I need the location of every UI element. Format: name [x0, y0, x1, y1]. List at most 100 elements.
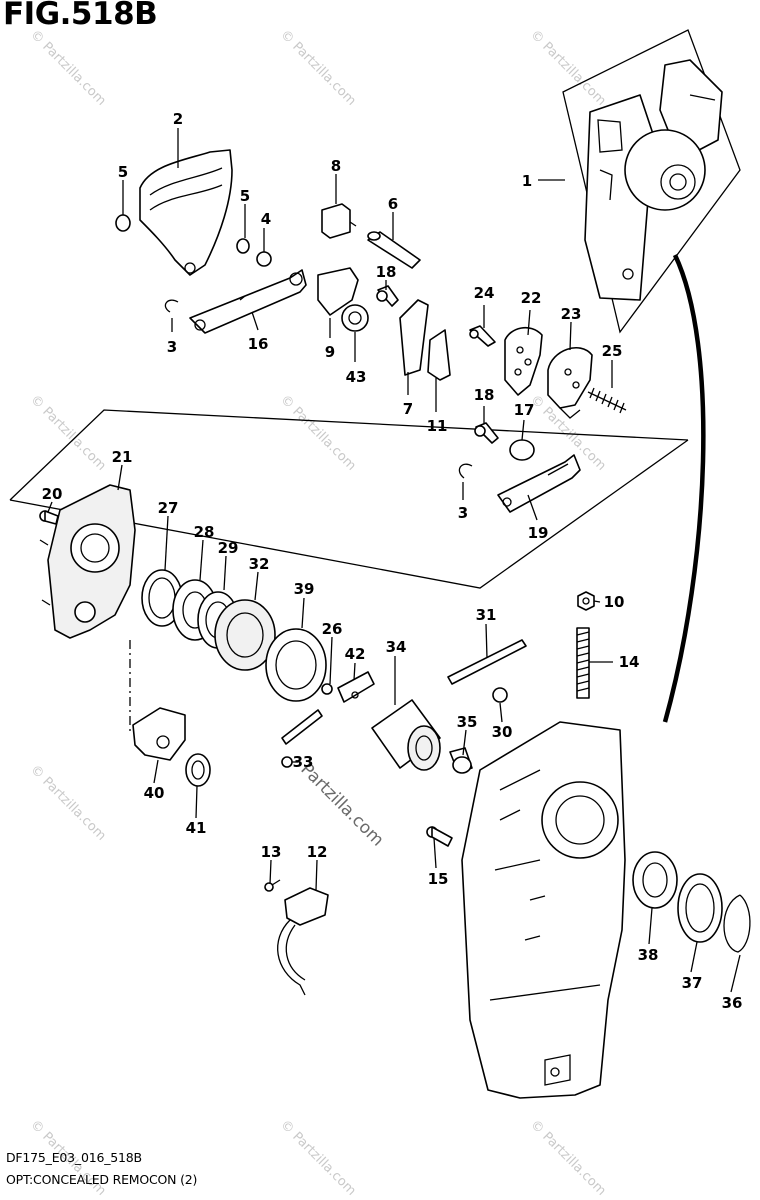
part-40-bracket: [132, 707, 186, 761]
callout-3: 3: [458, 504, 468, 522]
figure-title: FIG.518B: [3, 0, 158, 32]
part-36-snap-ring: [723, 894, 751, 953]
callout-22: 22: [521, 289, 542, 307]
callout-5: 5: [240, 187, 250, 205]
part-6-pin: [367, 231, 421, 269]
part-30-ball: [492, 687, 508, 703]
callout-38: 38: [638, 946, 659, 964]
callout-13: 13: [261, 843, 282, 861]
part-16-link: [189, 269, 307, 334]
callout-20: 20: [42, 485, 63, 503]
leader-lines: [47, 128, 741, 993]
part-21-housing-plate: [39, 484, 136, 639]
callout-28: 28: [194, 523, 215, 541]
callout-16: 16: [248, 335, 269, 353]
callout-32: 32: [249, 555, 270, 573]
part-4-washer: [256, 251, 272, 267]
part-8-switch: [321, 203, 357, 239]
watermark: © Partzilla.com: [527, 1117, 609, 1199]
callout-11: 11: [427, 417, 448, 435]
part-33-ball: [281, 756, 293, 768]
watermark: © Partzilla.com: [277, 392, 359, 474]
callout-17: 17: [514, 401, 535, 419]
part-35-bushing: [449, 747, 473, 774]
part-9-plate: [317, 267, 359, 316]
callout-33: 33: [293, 753, 314, 771]
callout-labels: 1 2 5 5 4 8 6 18 24 22 23 25 3 16 9 43 7…: [42, 110, 743, 1012]
callout-30: 30: [492, 723, 513, 741]
callout-39: 39: [294, 580, 315, 598]
part-26-ball: [321, 683, 333, 695]
part-42-shaft: [337, 671, 375, 703]
callout-36: 36: [722, 994, 743, 1012]
callout-9: 9: [325, 343, 335, 361]
callout-19: 19: [528, 524, 549, 542]
part-5-washer: [236, 238, 250, 254]
callout-43: 43: [346, 368, 367, 386]
part-13-screw: [264, 879, 281, 892]
watermark: © Partzilla.com: [527, 27, 609, 109]
callout-41: 41: [186, 819, 207, 837]
callout-5: 5: [118, 163, 128, 181]
part-2-bracket: [139, 149, 233, 276]
inset-assembly-1: [562, 29, 741, 334]
callout-40: 40: [144, 784, 165, 802]
callout-24: 24: [474, 284, 495, 302]
callout-26: 26: [322, 620, 343, 638]
callout-4: 4: [261, 210, 271, 228]
callout-12: 12: [307, 843, 328, 861]
part-43-collar: [341, 304, 369, 332]
part-20-screw: [39, 510, 59, 525]
part-37-washer: [677, 873, 723, 943]
watermark: © Partzilla.com: [27, 392, 109, 474]
callout-18: 18: [376, 263, 397, 281]
part-11-plate: [427, 329, 451, 381]
callout-37: 37: [682, 974, 703, 992]
figure-caption: OPT:CONCEALED REMOCON (2): [6, 1172, 198, 1187]
part-18-bolt: [376, 285, 399, 307]
part-38-bushing: [632, 851, 678, 909]
callout-35: 35: [457, 713, 478, 731]
watermark: © Partzilla.com: [27, 27, 109, 109]
part-33-pin: [281, 709, 323, 745]
callout-31: 31: [476, 606, 497, 624]
callout-42: 42: [345, 645, 366, 663]
callout-18: 18: [474, 386, 495, 404]
lower-housing: [461, 721, 626, 1099]
watermark-center: Partzilla.com: [296, 759, 387, 850]
callout-21: 21: [112, 448, 133, 466]
callout-29: 29: [218, 539, 239, 557]
watermark: © Partzilla.com: [277, 1117, 359, 1199]
part-32-cam: [214, 599, 276, 671]
watermark: © Partzilla.com: [277, 27, 359, 109]
part-23-plate: [547, 346, 593, 409]
callout-6: 6: [388, 195, 398, 213]
assembly-arrow: [662, 254, 706, 723]
part-31-rod: [447, 639, 527, 685]
part-25-spring: [587, 387, 627, 414]
part-15-screw: [426, 826, 453, 847]
callout-34: 34: [386, 638, 407, 656]
callout-14: 14: [619, 653, 640, 671]
part-39-disc: [265, 628, 327, 702]
part-5-washer: [115, 214, 131, 232]
part-34-drum: [371, 699, 441, 771]
watermark: © Partzilla.com: [27, 762, 109, 844]
callout-23: 23: [561, 305, 582, 323]
part-41-bushing: [185, 753, 211, 787]
part-7-bracket: [399, 299, 429, 376]
callout-15: 15: [428, 870, 449, 888]
figure-code: DF175_E03_016_518B: [6, 1150, 142, 1165]
callout-10: 10: [604, 593, 625, 611]
part-24-screw: [469, 325, 496, 347]
part-22-plate: [504, 326, 543, 396]
part-14-threaded-rod: [576, 627, 590, 699]
callout-27: 27: [158, 499, 179, 517]
part-3-clip: [164, 299, 179, 313]
callout-8: 8: [331, 157, 341, 175]
part-3-clip: [458, 463, 473, 479]
part-19-link: [497, 454, 581, 513]
callout-1: 1: [522, 172, 532, 190]
callout-3: 3: [167, 338, 177, 356]
callout-7: 7: [403, 400, 413, 418]
